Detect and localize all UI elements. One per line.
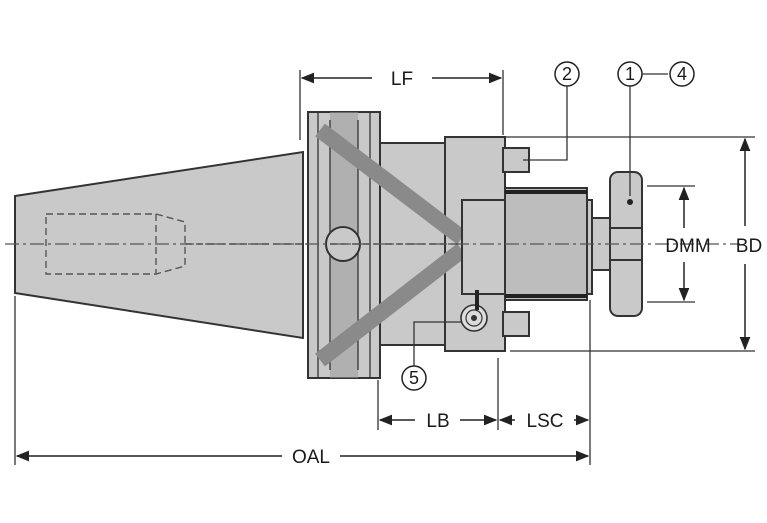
dimension-lines xyxy=(15,72,751,462)
lsc-label: LSC xyxy=(527,411,564,432)
callout-4: 4 xyxy=(669,61,695,87)
callout-1: 1 xyxy=(617,61,668,196)
svg-text:2: 2 xyxy=(562,64,572,84)
lf-label: LF xyxy=(391,69,413,90)
callout-5: 5 xyxy=(401,321,462,391)
dmm-label: DMM xyxy=(665,236,710,257)
svg-text:1: 1 xyxy=(625,64,635,84)
arbor-pilot xyxy=(461,187,613,301)
oal-label: OAL xyxy=(292,447,330,468)
svg-text:4: 4 xyxy=(677,64,687,84)
svg-text:5: 5 xyxy=(409,368,419,388)
bd-label: BD xyxy=(736,236,762,257)
callout-2: 2 xyxy=(523,61,580,161)
lb-label: LB xyxy=(426,411,449,432)
coolant-plug xyxy=(460,290,488,332)
taper-shank xyxy=(14,150,320,340)
